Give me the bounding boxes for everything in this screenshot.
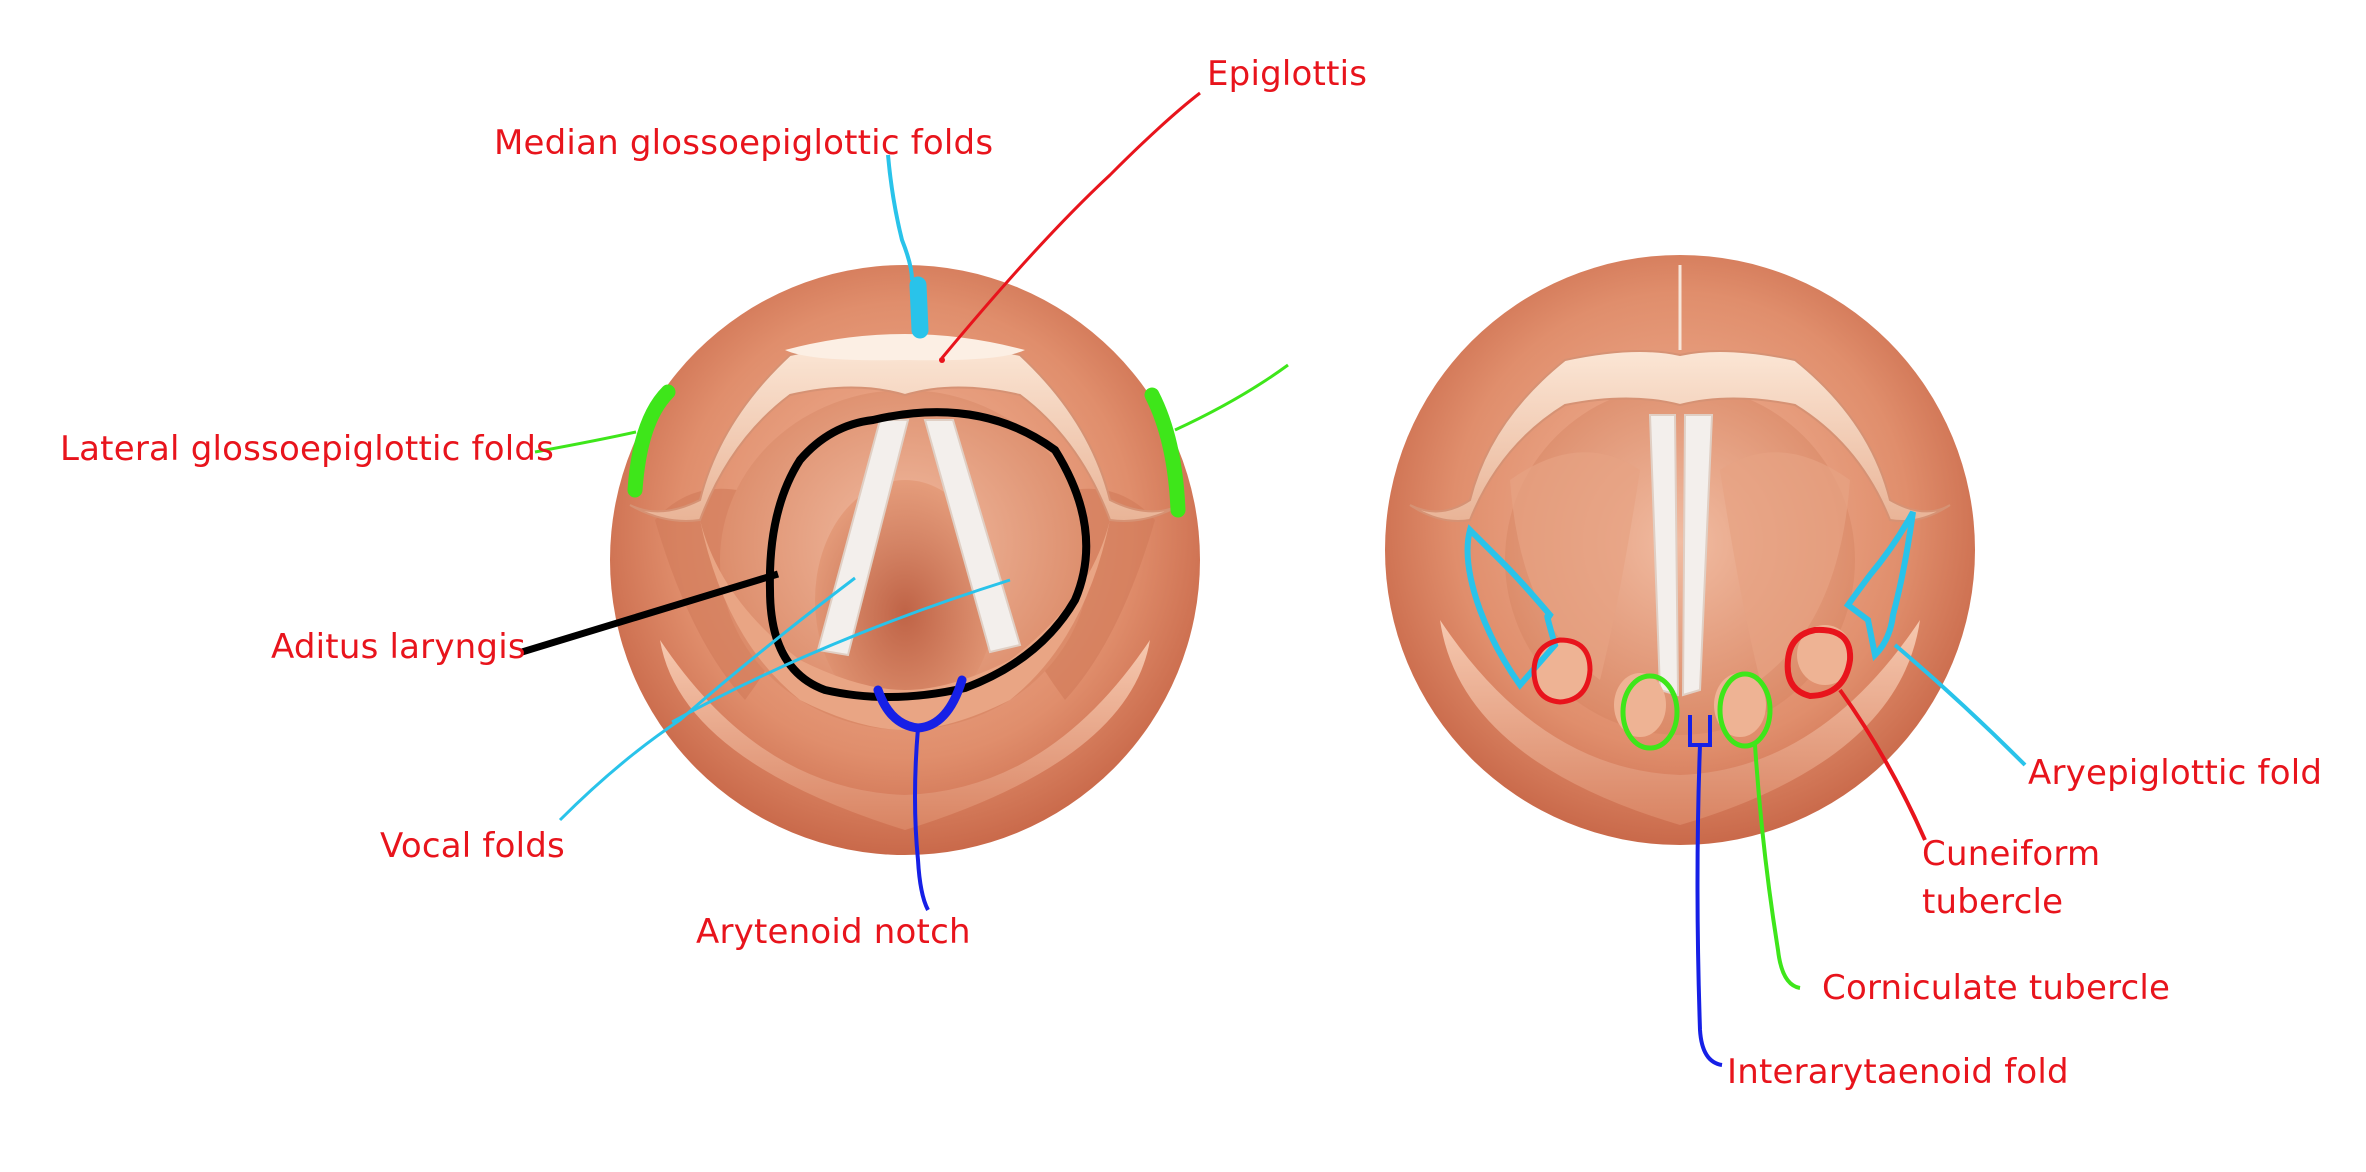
label-corniculate-tubercle: Corniculate tubercle <box>1822 968 2171 1008</box>
label-lateral-glossoepiglottic-folds: Lateral glossoepiglottic folds <box>60 429 555 469</box>
interarytaenoid-fold-marker <box>1688 715 1723 1067</box>
corniculate-tubercle-marker <box>1620 671 1801 990</box>
right-larynx-illustration <box>1385 255 1975 845</box>
label-aditus-laryngis: Aditus laryngis <box>271 627 526 667</box>
cuneiform-tubercle-marker <box>1531 626 1927 841</box>
left-larynx-illustration <box>610 265 1200 855</box>
label-cuneiform-tubercle: Cuneiform tubercle <box>1922 834 2101 922</box>
arytenoid-notch-marker <box>873 675 967 911</box>
label-vocal-folds: Vocal folds <box>380 826 565 866</box>
aryepiglottic-fold-marker <box>1464 510 2027 767</box>
label-median-glossoepiglottic-folds: Median glossoepiglottic folds <box>494 123 994 163</box>
label-epiglottis: Epiglottis <box>1207 54 1368 94</box>
left-vocal-cord-r <box>923 419 1022 654</box>
label-aryepiglottic-fold: Aryepiglottic fold <box>2028 753 2323 793</box>
median-glossoepiglottic-marker <box>886 154 929 339</box>
left-vocal-cord-l <box>816 419 910 657</box>
right-epiglottis-shape <box>1409 350 1951 522</box>
lateral-glossoepiglottic-marker <box>534 363 1289 518</box>
epiglottis-marker <box>939 91 1201 363</box>
right-vocal-cord-l <box>1648 414 1680 697</box>
label-interarytaenoid-fold: Interarytaenoid fold <box>1727 1052 2069 1092</box>
vocal-folds-marker <box>558 576 1011 822</box>
right-vocal-cord-r <box>1681 414 1714 697</box>
aditus-laryngis-marker <box>520 408 1091 701</box>
label-arytenoid-notch: Arytenoid notch <box>696 912 971 952</box>
